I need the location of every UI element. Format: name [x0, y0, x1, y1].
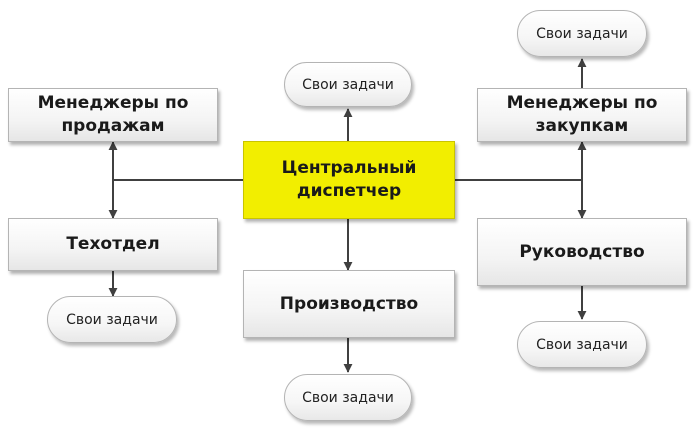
tasks-pill-center-bottom-label: Свои задачи	[302, 389, 394, 406]
tasks-pill-left-bottom: Свои задачи	[47, 296, 177, 343]
central-dispatcher-node: Центральный диспетчер	[243, 141, 455, 219]
tasks-pill-left-bottom-label: Свои задачи	[66, 311, 158, 328]
sales-managers-label-line2: продажам	[61, 116, 165, 136]
management-node: Руководство	[477, 218, 687, 286]
tasks-pill-right-bottom: Свои задачи	[517, 321, 647, 368]
purchasing-managers-label-line1: Менеджеры по	[506, 93, 658, 114]
central-dispatcher-label-line2: диспетчер	[296, 181, 402, 201]
production-node: Производство	[243, 270, 455, 338]
tasks-pill-right-bottom-label: Свои задачи	[536, 336, 628, 353]
tasks-pill-center-top-label: Свои задачи	[302, 76, 394, 93]
tech-department-node: Техотдел	[8, 218, 218, 271]
tasks-pill-top-right: Свои задачи	[517, 10, 647, 57]
purchasing-managers-label-line2: закупкам	[535, 116, 629, 136]
purchasing-managers-node: Менеджеры по закупкам	[477, 88, 687, 142]
sales-managers-label-line1: Менеджеры по	[37, 93, 189, 114]
sales-managers-node: Менеджеры по продажам	[8, 88, 218, 142]
production-label: Производство	[279, 293, 419, 314]
tasks-pill-center-top: Свои задачи	[284, 62, 412, 107]
tasks-pill-center-bottom: Свои задачи	[284, 374, 412, 421]
central-dispatcher-label-line1: Центральный	[281, 158, 417, 179]
tech-department-label: Техотдел	[66, 234, 160, 255]
tasks-pill-top-right-label: Свои задачи	[536, 25, 628, 42]
management-label: Руководство	[519, 241, 645, 262]
